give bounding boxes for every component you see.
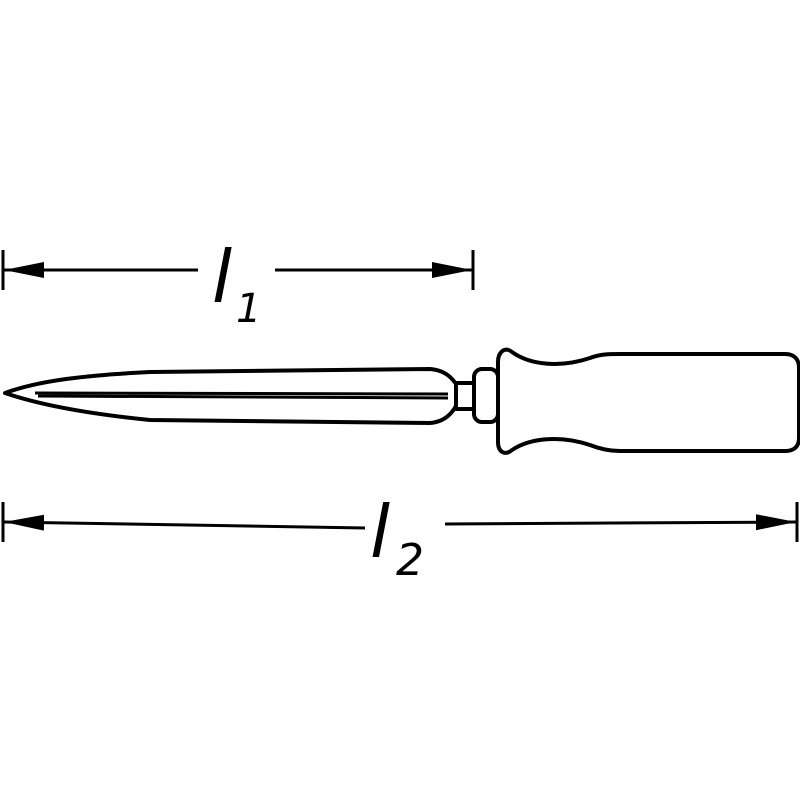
dimension-label-symbol: l: [212, 235, 232, 319]
dimension-line: [444, 514, 797, 531]
dimension-l1: l 1: [1, 235, 475, 332]
dimension-label-subscript: 2: [396, 535, 424, 586]
dimension-line: [3, 514, 366, 531]
blade-center-line: [34, 391, 449, 400]
tool: [3, 347, 800, 455]
dimension-l2: l 2: [1, 490, 799, 586]
neck: [454, 381, 476, 411]
dimension-label-subscript: 1: [236, 286, 261, 332]
dimension-label-symbol: l: [370, 490, 390, 574]
handle: [496, 347, 800, 455]
collar: [472, 367, 500, 424]
